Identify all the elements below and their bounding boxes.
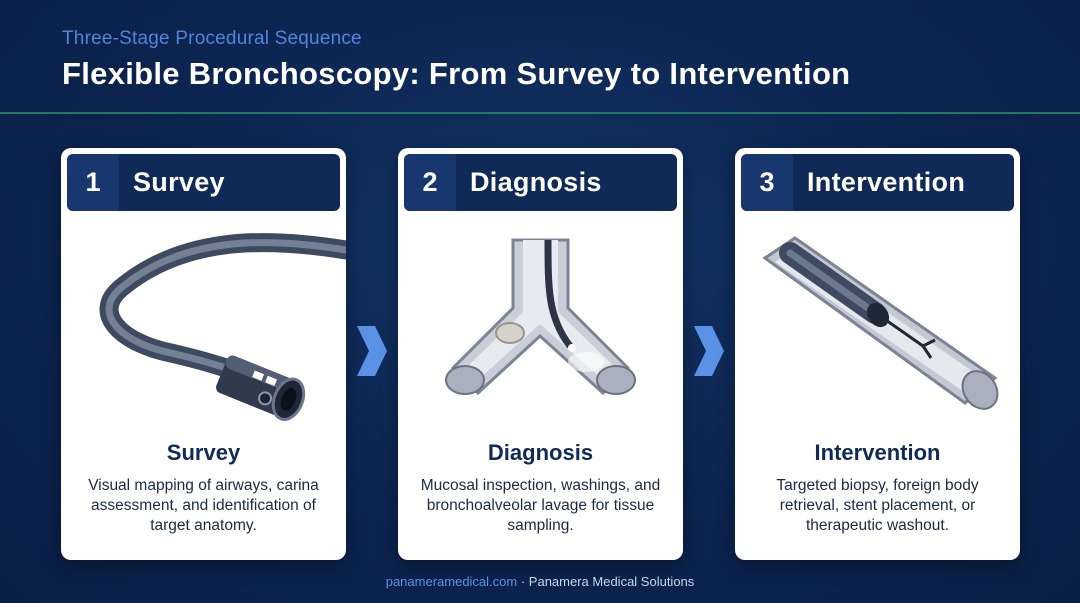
chevron-right-icon xyxy=(357,326,387,376)
stage-number: 3 xyxy=(741,154,793,211)
bronchial-bifurcation-icon xyxy=(445,238,636,396)
stage-title: Survey xyxy=(133,167,225,197)
stage-card-diagnosis: 2 Diagnosis Diagnosis Mucosal inspection… xyxy=(398,148,683,560)
footer-separator: · xyxy=(517,574,529,589)
header-divider xyxy=(0,112,1080,114)
airway-forceps-icon xyxy=(762,236,999,410)
chevron-right-icon xyxy=(694,326,724,376)
footer-company: Panamera Medical Solutions xyxy=(528,574,695,589)
stage-description: Targeted biopsy, foreign body retrieval,… xyxy=(776,477,979,534)
stage-title: Intervention xyxy=(807,167,966,197)
page-title: Flexible Bronchoscopy: From Survey to In… xyxy=(62,56,851,91)
stage-label: Diagnosis xyxy=(487,440,594,465)
stage-header: 2 Diagnosis xyxy=(404,154,677,211)
stage-number: 1 xyxy=(67,154,119,211)
stage-label: Survey xyxy=(166,440,241,465)
stage-header: 1 Survey xyxy=(67,154,340,211)
footer-link[interactable]: panameramedical.com xyxy=(385,574,518,589)
stage-card-survey: 1 Survey Survey Visual mapping of airway… xyxy=(61,148,346,560)
footer: panameramedical.com · Panamera Medical S… xyxy=(0,574,1080,589)
bronchoscope-icon xyxy=(99,233,346,421)
header: Three-Stage Procedural Sequence Flexible… xyxy=(62,28,850,92)
stage-title: Diagnosis xyxy=(470,167,602,197)
stage-card-intervention: 3 Intervention Intervention Targeted bio… xyxy=(735,148,1020,560)
stage-number: 2 xyxy=(404,154,456,211)
stage-label: Intervention xyxy=(814,440,941,465)
page-subtitle: Three-Stage Procedural Sequence xyxy=(62,28,362,49)
stage-description: Mucosal inspection, washings, and bronch… xyxy=(420,477,661,534)
stage-description: Visual mapping of airways, carina assess… xyxy=(88,477,319,534)
stage-header: 3 Intervention xyxy=(741,154,1014,211)
